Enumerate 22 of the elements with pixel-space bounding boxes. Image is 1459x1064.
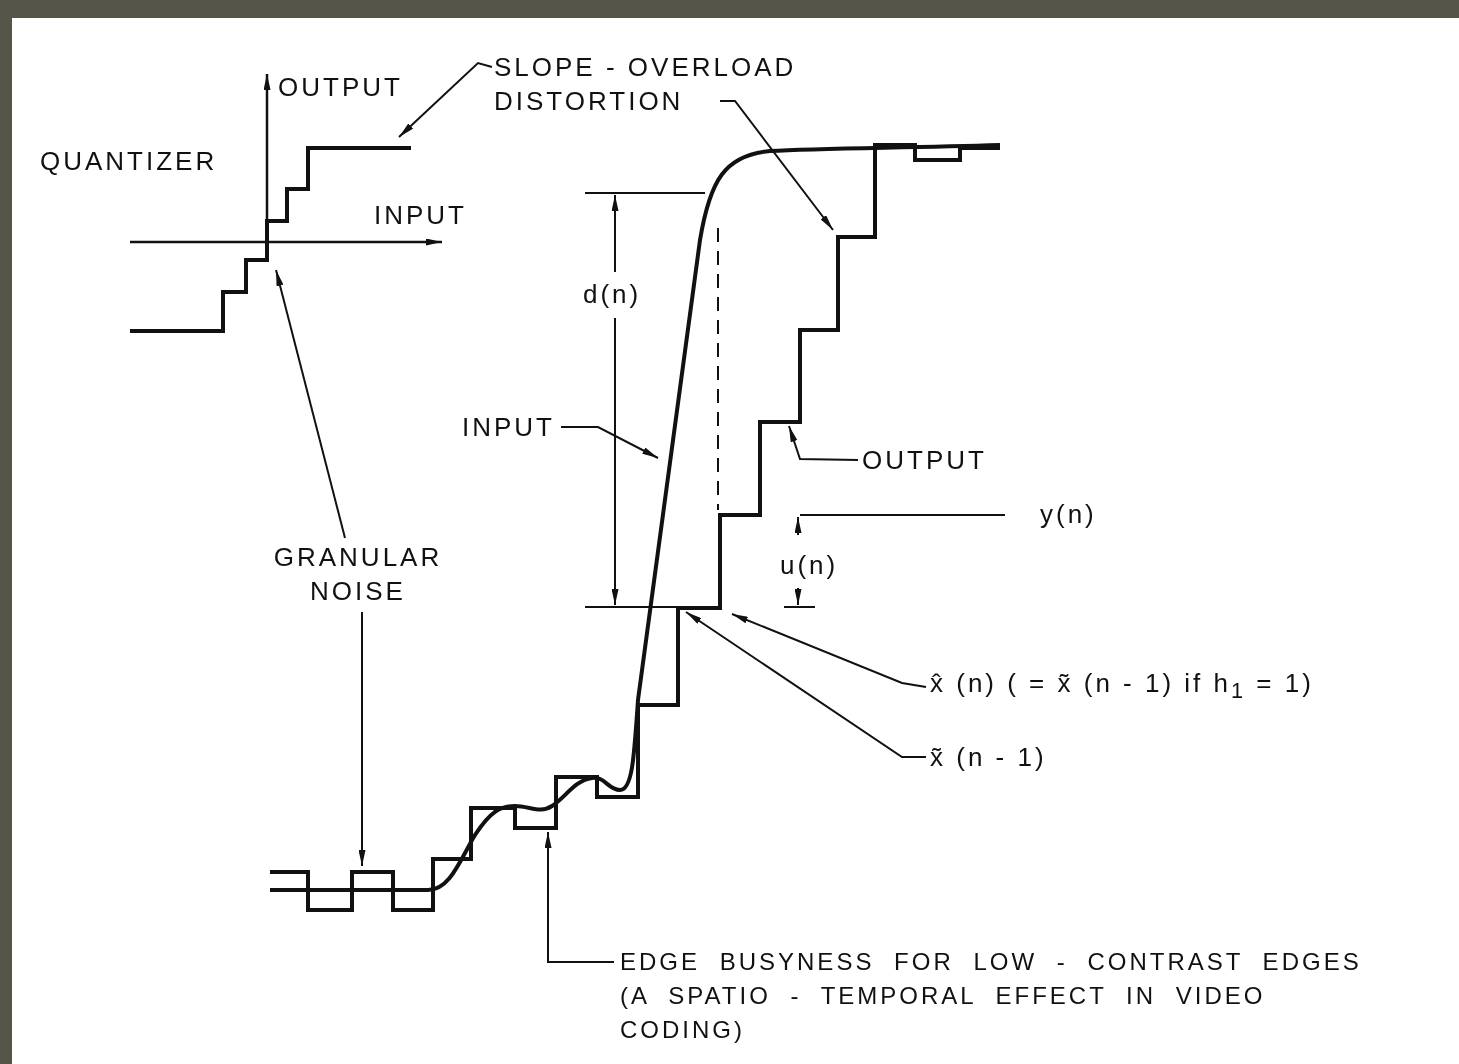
callout-text: EDGE BUSYNESS FOR LOW - CONTRAST EDGES (A SPATIO - TEMPORAL EFFECT IN VIDEO CODING)	[620, 945, 1390, 1047]
leader-line	[788, 425, 859, 461]
callout-text: GRANULAR NOISE	[248, 540, 468, 608]
dimension-label: u(n)	[780, 549, 839, 582]
leader-line	[544, 831, 615, 963]
axis-label: OUTPUT	[278, 71, 403, 104]
callout-text: x̃ (n - 1)	[930, 740, 1047, 774]
leader-line	[398, 61, 493, 138]
callout-text: SLOPE - OVERLOAD DISTORTION	[494, 50, 854, 118]
leader-line	[719, 100, 834, 231]
leader-line	[275, 269, 346, 539]
leader-line	[731, 613, 927, 689]
axis-label: QUANTIZER	[40, 145, 218, 178]
callout-text: OUTPUT	[862, 443, 987, 477]
signal-label: y(n)	[1040, 498, 1097, 531]
leader-line	[358, 611, 366, 867]
callout-text: INPUT	[462, 410, 555, 444]
dimension-label: d(n)	[583, 278, 642, 311]
axis-label: INPUT	[374, 199, 467, 232]
leader-line	[560, 426, 659, 459]
leader-line	[685, 611, 927, 758]
callout-text: x̂ (n) ( = x̃ (n - 1) if h$_{1}$ = 1)	[930, 666, 1314, 709]
